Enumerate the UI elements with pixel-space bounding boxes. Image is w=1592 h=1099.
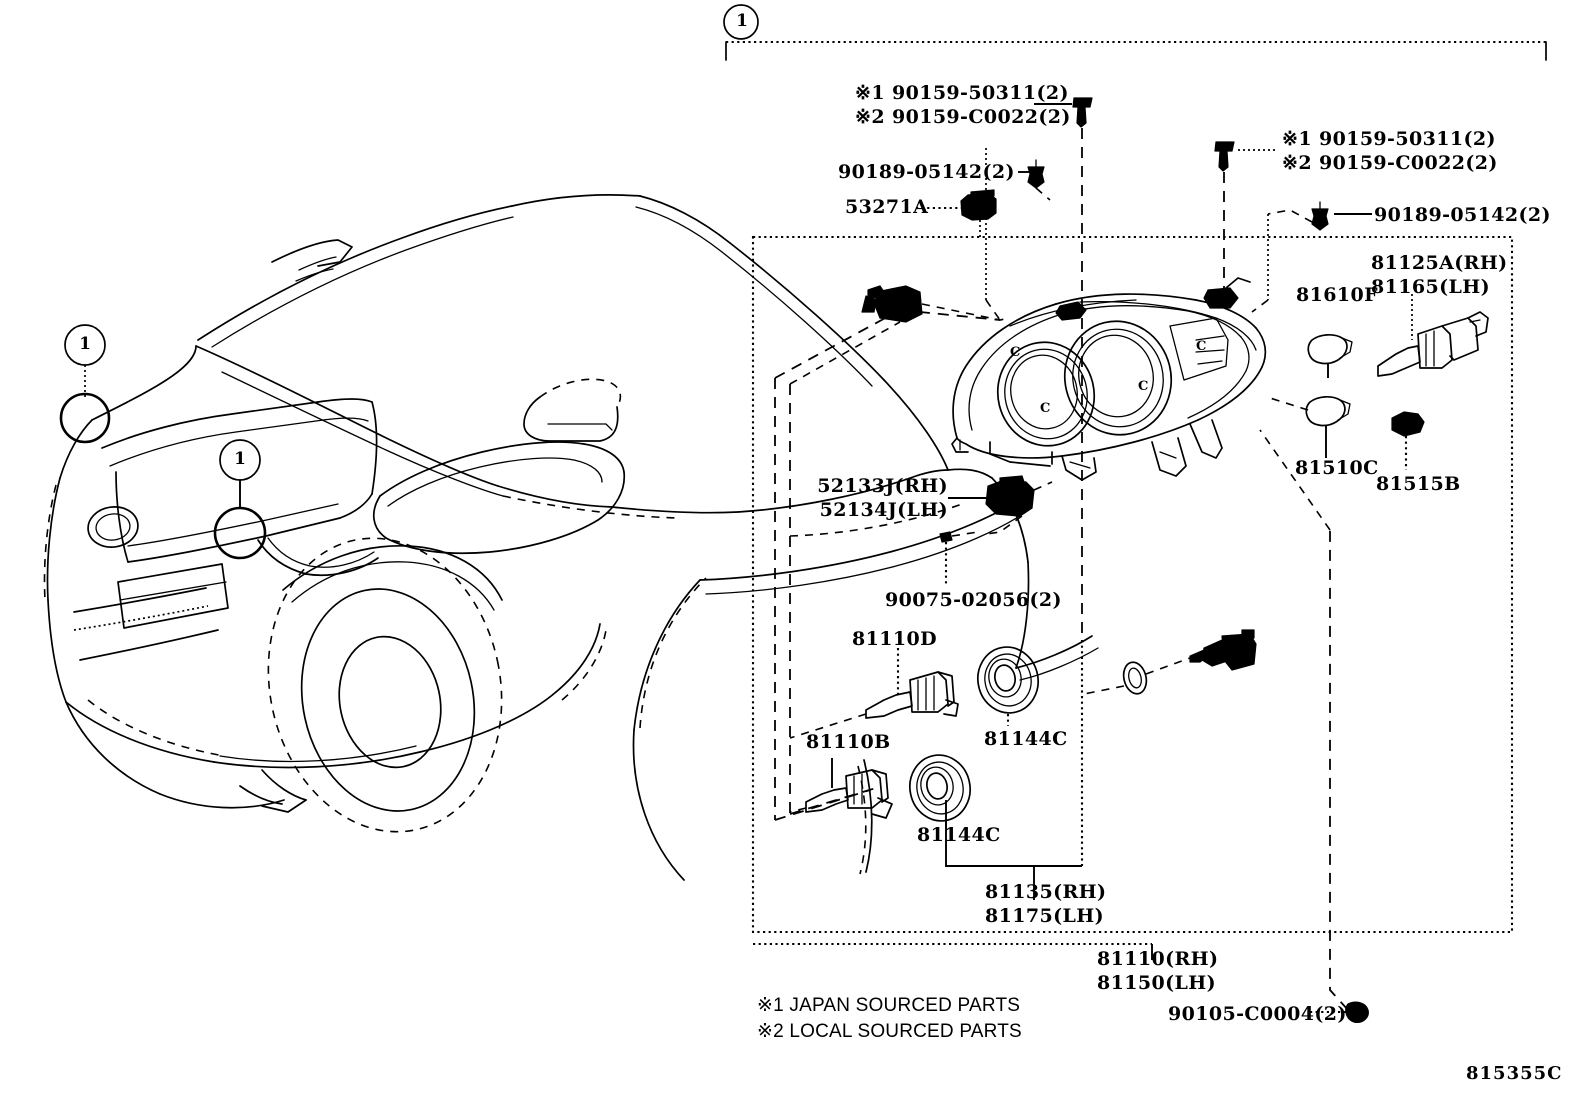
svg-text:C: C (1196, 339, 1206, 354)
label-clip-90189-right: 90189-05142(2) (1374, 204, 1551, 226)
label-cap-81610f: 81610F (1296, 284, 1378, 306)
retainer-53271a (960, 189, 997, 221)
label-clip-90189-left: 90189-05142(2) (838, 161, 1015, 183)
label-cap-81510c: 81510C (1295, 457, 1379, 479)
label-gasket-81144c-lower: 81144C (917, 824, 1001, 846)
svg-text:C: C (1040, 401, 1050, 416)
label-screw-90159-left-line1: ※1 90159-50311(2) (855, 82, 1069, 104)
fastener-group-top-left (916, 97, 1093, 640)
label-bulb-81110d: 81110D (852, 628, 937, 650)
nut-81515b (1391, 411, 1425, 470)
svg-text:C: C (1010, 345, 1020, 360)
label-adjuster: 52133J(RH)52134J(LH) (768, 474, 948, 522)
cap-81610f (1307, 334, 1353, 378)
label-unit-81135: 81135(RH)81175(LH) (985, 880, 1106, 928)
label-adjuster-lh: 52134J(LH) (819, 499, 948, 521)
callout-target-upper (59, 392, 111, 444)
callout-target-lower (213, 506, 267, 560)
cap-81510c (1269, 396, 1351, 458)
callout-balloon-upper-number: 1 (79, 334, 91, 354)
gasket-81144c-upper (977, 646, 1039, 726)
label-screw-90075: 90075-02056(2) (885, 589, 1062, 611)
label-bulb-81110b: 81110B (806, 731, 891, 753)
footnote-local-sourced: ※2 LOCAL SOURCED PARTS (757, 1021, 1022, 1042)
bulb-socket-81125a (1377, 294, 1489, 377)
label-screw-90159-left: ※1 90159-50311(2)※2 90159-C0022(2) (855, 81, 1070, 129)
unit-subframe (945, 640, 1084, 900)
main-unit-box (751, 235, 1514, 934)
bulb-81110d (789, 648, 959, 739)
bulb-socket-right (1083, 629, 1257, 695)
screw-90159-right (1214, 141, 1235, 172)
callout-balloon-lower-number: 1 (234, 449, 246, 469)
label-bulb-socket-81125a: 81125A(RH)81165(LH) (1371, 251, 1508, 299)
screw-90159-left (1072, 97, 1093, 128)
footnote-japan-sourced: ※1 JAPAN SOURCED PARTS (757, 995, 1021, 1016)
label-screw-90159-right-line2: ※2 90159-C0022(2) (1282, 152, 1498, 174)
label-assembly-81110: 81110(RH)81150(LH) (1097, 947, 1218, 995)
clip-90189-right (1311, 201, 1329, 231)
screw-90105 (1259, 429, 1369, 1023)
label-gasket-81144c-upper: 81144C (984, 728, 1068, 750)
label-screw-90159-left-line2: ※2 90159-C0022(2) (855, 106, 1071, 128)
vehicle-illustration (43, 194, 1099, 881)
clip-90189-left (1027, 159, 1045, 189)
assembly-leader-bottom (753, 942, 1153, 960)
label-unit-rh: 81135(RH) (985, 881, 1107, 903)
label-retainer-53271a: 53271A (845, 196, 929, 218)
svg-text:C: C (1138, 379, 1148, 394)
bulb-81110b (789, 758, 893, 819)
label-assembly-lh: 81150(LH) (1097, 972, 1216, 994)
label-unit-lh: 81175(LH) (985, 905, 1104, 927)
label-adjuster-rh: 52133J(RH) (817, 475, 948, 497)
callout-bracket-number: 1 (736, 11, 748, 31)
label-assembly-rh: 81110(RH) (1097, 948, 1219, 970)
assembly-bracket-outer (723, 4, 1547, 61)
bracket-part-upper-left (861, 285, 1011, 323)
label-screw-90159-right-line1: ※1 90159-50311(2) (1282, 128, 1496, 150)
label-screw-90105: 90105-C0004(2) (1168, 1003, 1347, 1025)
fastener-group-top-right (1214, 141, 1372, 313)
label-bulb-socket-rh: 81125A(RH) (1371, 252, 1508, 274)
adjuster-part (939, 475, 1053, 586)
label-bulb-socket-lh: 81165(LH) (1371, 276, 1490, 298)
label-screw-90159-right: ※1 90159-50311(2)※2 90159-C0022(2) (1282, 127, 1498, 175)
headlamp-assembly-illustration: C C C C (951, 277, 1267, 481)
gasket-81144c-lower (909, 754, 971, 828)
diagram-code: 815355C (1466, 1063, 1563, 1084)
label-nut-81515b: 81515B (1376, 473, 1461, 495)
